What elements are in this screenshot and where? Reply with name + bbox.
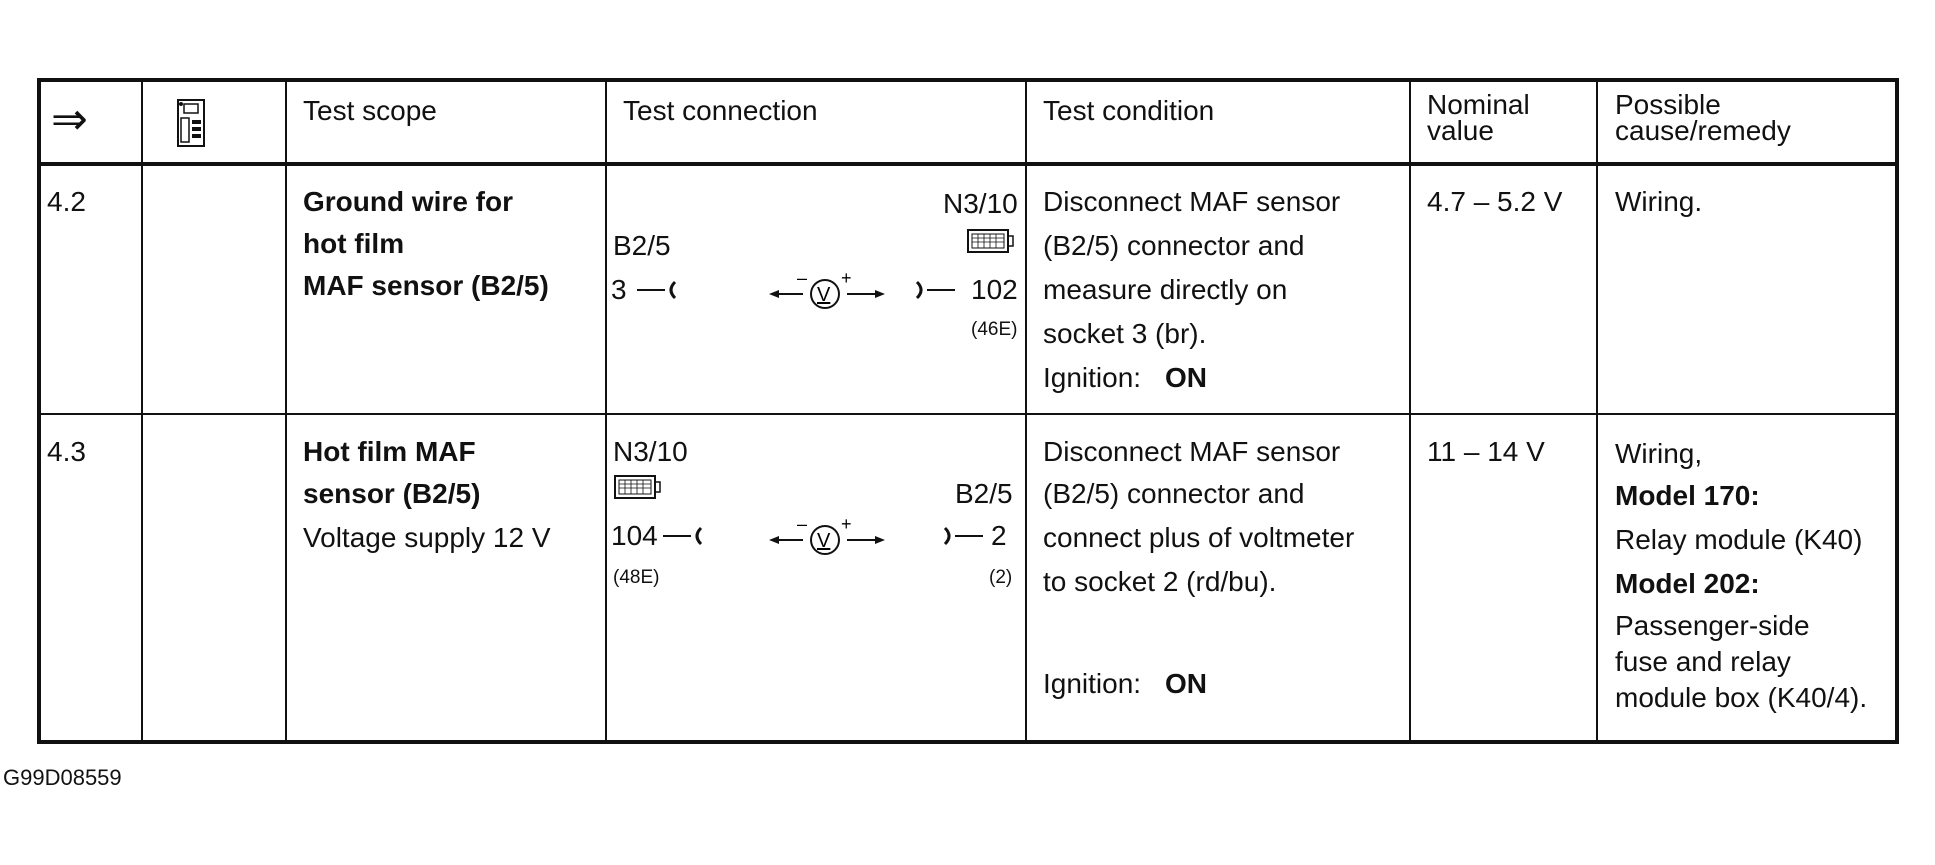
header-test-connection: Test connection [623, 95, 818, 126]
meter-plus: + [841, 268, 852, 288]
cause-line: module box (K40/4). [1615, 682, 1868, 713]
ignition-label: Ignition: [1043, 362, 1142, 393]
voltmeter-icon: – V + [769, 268, 885, 309]
figure-code: G99D08559 [3, 765, 122, 790]
condition-line: measure directly on [1043, 274, 1288, 305]
voltmeter-icon: – V + [769, 514, 885, 555]
cause-line: fuse and relay [1615, 646, 1791, 677]
socket-plug-icon [637, 280, 677, 300]
condition-line: Disconnect MAF sensor [1043, 186, 1341, 217]
condition-line: to socket 2 (rd/bu). [1043, 566, 1277, 597]
cause-line: Passenger-side [1615, 610, 1810, 641]
header-test-scope: Test scope [303, 95, 437, 126]
left-component-label: N3/10 [613, 436, 688, 467]
meter-plus: + [841, 514, 852, 534]
header-nominal-line1: Nominal [1427, 89, 1530, 120]
cause-line: Wiring. [1615, 186, 1703, 217]
ignition-label: Ignition: [1043, 668, 1142, 699]
scope-line: Ground wire for [303, 186, 513, 217]
control-unit-connector-icon [967, 229, 1014, 253]
left-pin-label: 3 [611, 274, 627, 305]
control-unit-connector-icon [614, 475, 661, 499]
socket-plug-icon [915, 280, 955, 300]
left-socket-label: (48E) [613, 567, 660, 588]
step-number: 4.3 [47, 436, 86, 467]
cause-model-heading: Model 170: [1615, 480, 1760, 511]
test-table: ⇒ Test scope Test connection Test condit… [37, 78, 1899, 744]
column-divider [1025, 82, 1027, 740]
left-component-label: B2/5 [613, 230, 671, 261]
cause-line: Wiring, [1615, 438, 1703, 469]
header-test-condition: Test condition [1043, 95, 1215, 126]
column-divider [141, 82, 143, 740]
meter-symbol: V [817, 284, 831, 306]
header-cause-line2: cause/remedy [1615, 115, 1791, 146]
right-pin-label: 102 [971, 274, 1018, 305]
cause-model-heading: Model 202: [1615, 568, 1760, 599]
meter-minus: – [797, 514, 807, 534]
scope-line: hot film [303, 228, 405, 259]
column-divider [285, 82, 287, 740]
meter-symbol: V [817, 530, 831, 552]
condition-line: connect plus of voltmeter [1043, 522, 1355, 553]
meter-minus: – [797, 268, 807, 288]
condition-line: (B2/5) connector and [1043, 230, 1305, 261]
right-socket-label: (2) [989, 567, 1013, 588]
socket-plug-icon [943, 526, 983, 546]
row-divider [41, 413, 1895, 415]
socket-plug-icon [663, 526, 703, 546]
nominal-value: 4.7 – 5.2 V [1427, 186, 1563, 217]
column-divider [1596, 82, 1598, 740]
header-divider [41, 162, 1895, 166]
ignition-value: ON [1165, 668, 1207, 699]
scope-line: MAF sensor (B2/5) [303, 270, 549, 301]
step-number: 4.2 [47, 186, 86, 217]
arrow-icon: ⇒ [51, 95, 88, 144]
right-component-label: B2/5 [955, 478, 1013, 509]
condition-line: socket 3 (br). [1043, 318, 1207, 349]
nominal-value: 11 – 14 V [1427, 436, 1545, 467]
scope-note: Voltage supply 12 V [303, 522, 551, 553]
left-pin-label: 104 [611, 520, 658, 551]
column-divider [605, 82, 607, 740]
header-cause-line1: Possible [1615, 89, 1721, 120]
condition-line: Disconnect MAF sensor [1043, 436, 1341, 467]
ignition-value: ON [1165, 362, 1207, 393]
tester-device-icon [177, 99, 205, 147]
right-component-label: N3/10 [943, 188, 1018, 219]
column-divider [1409, 82, 1411, 740]
header-nominal-line2: value [1427, 115, 1494, 146]
right-socket-label: (46E) [971, 319, 1018, 340]
right-pin-label: 2 [991, 520, 1007, 551]
scope-line: Hot film MAF [303, 436, 476, 467]
condition-line: (B2/5) connector and [1043, 478, 1305, 509]
cause-line: Relay module (K40) [1615, 524, 1863, 555]
scope-line: sensor (B2/5) [303, 478, 481, 509]
